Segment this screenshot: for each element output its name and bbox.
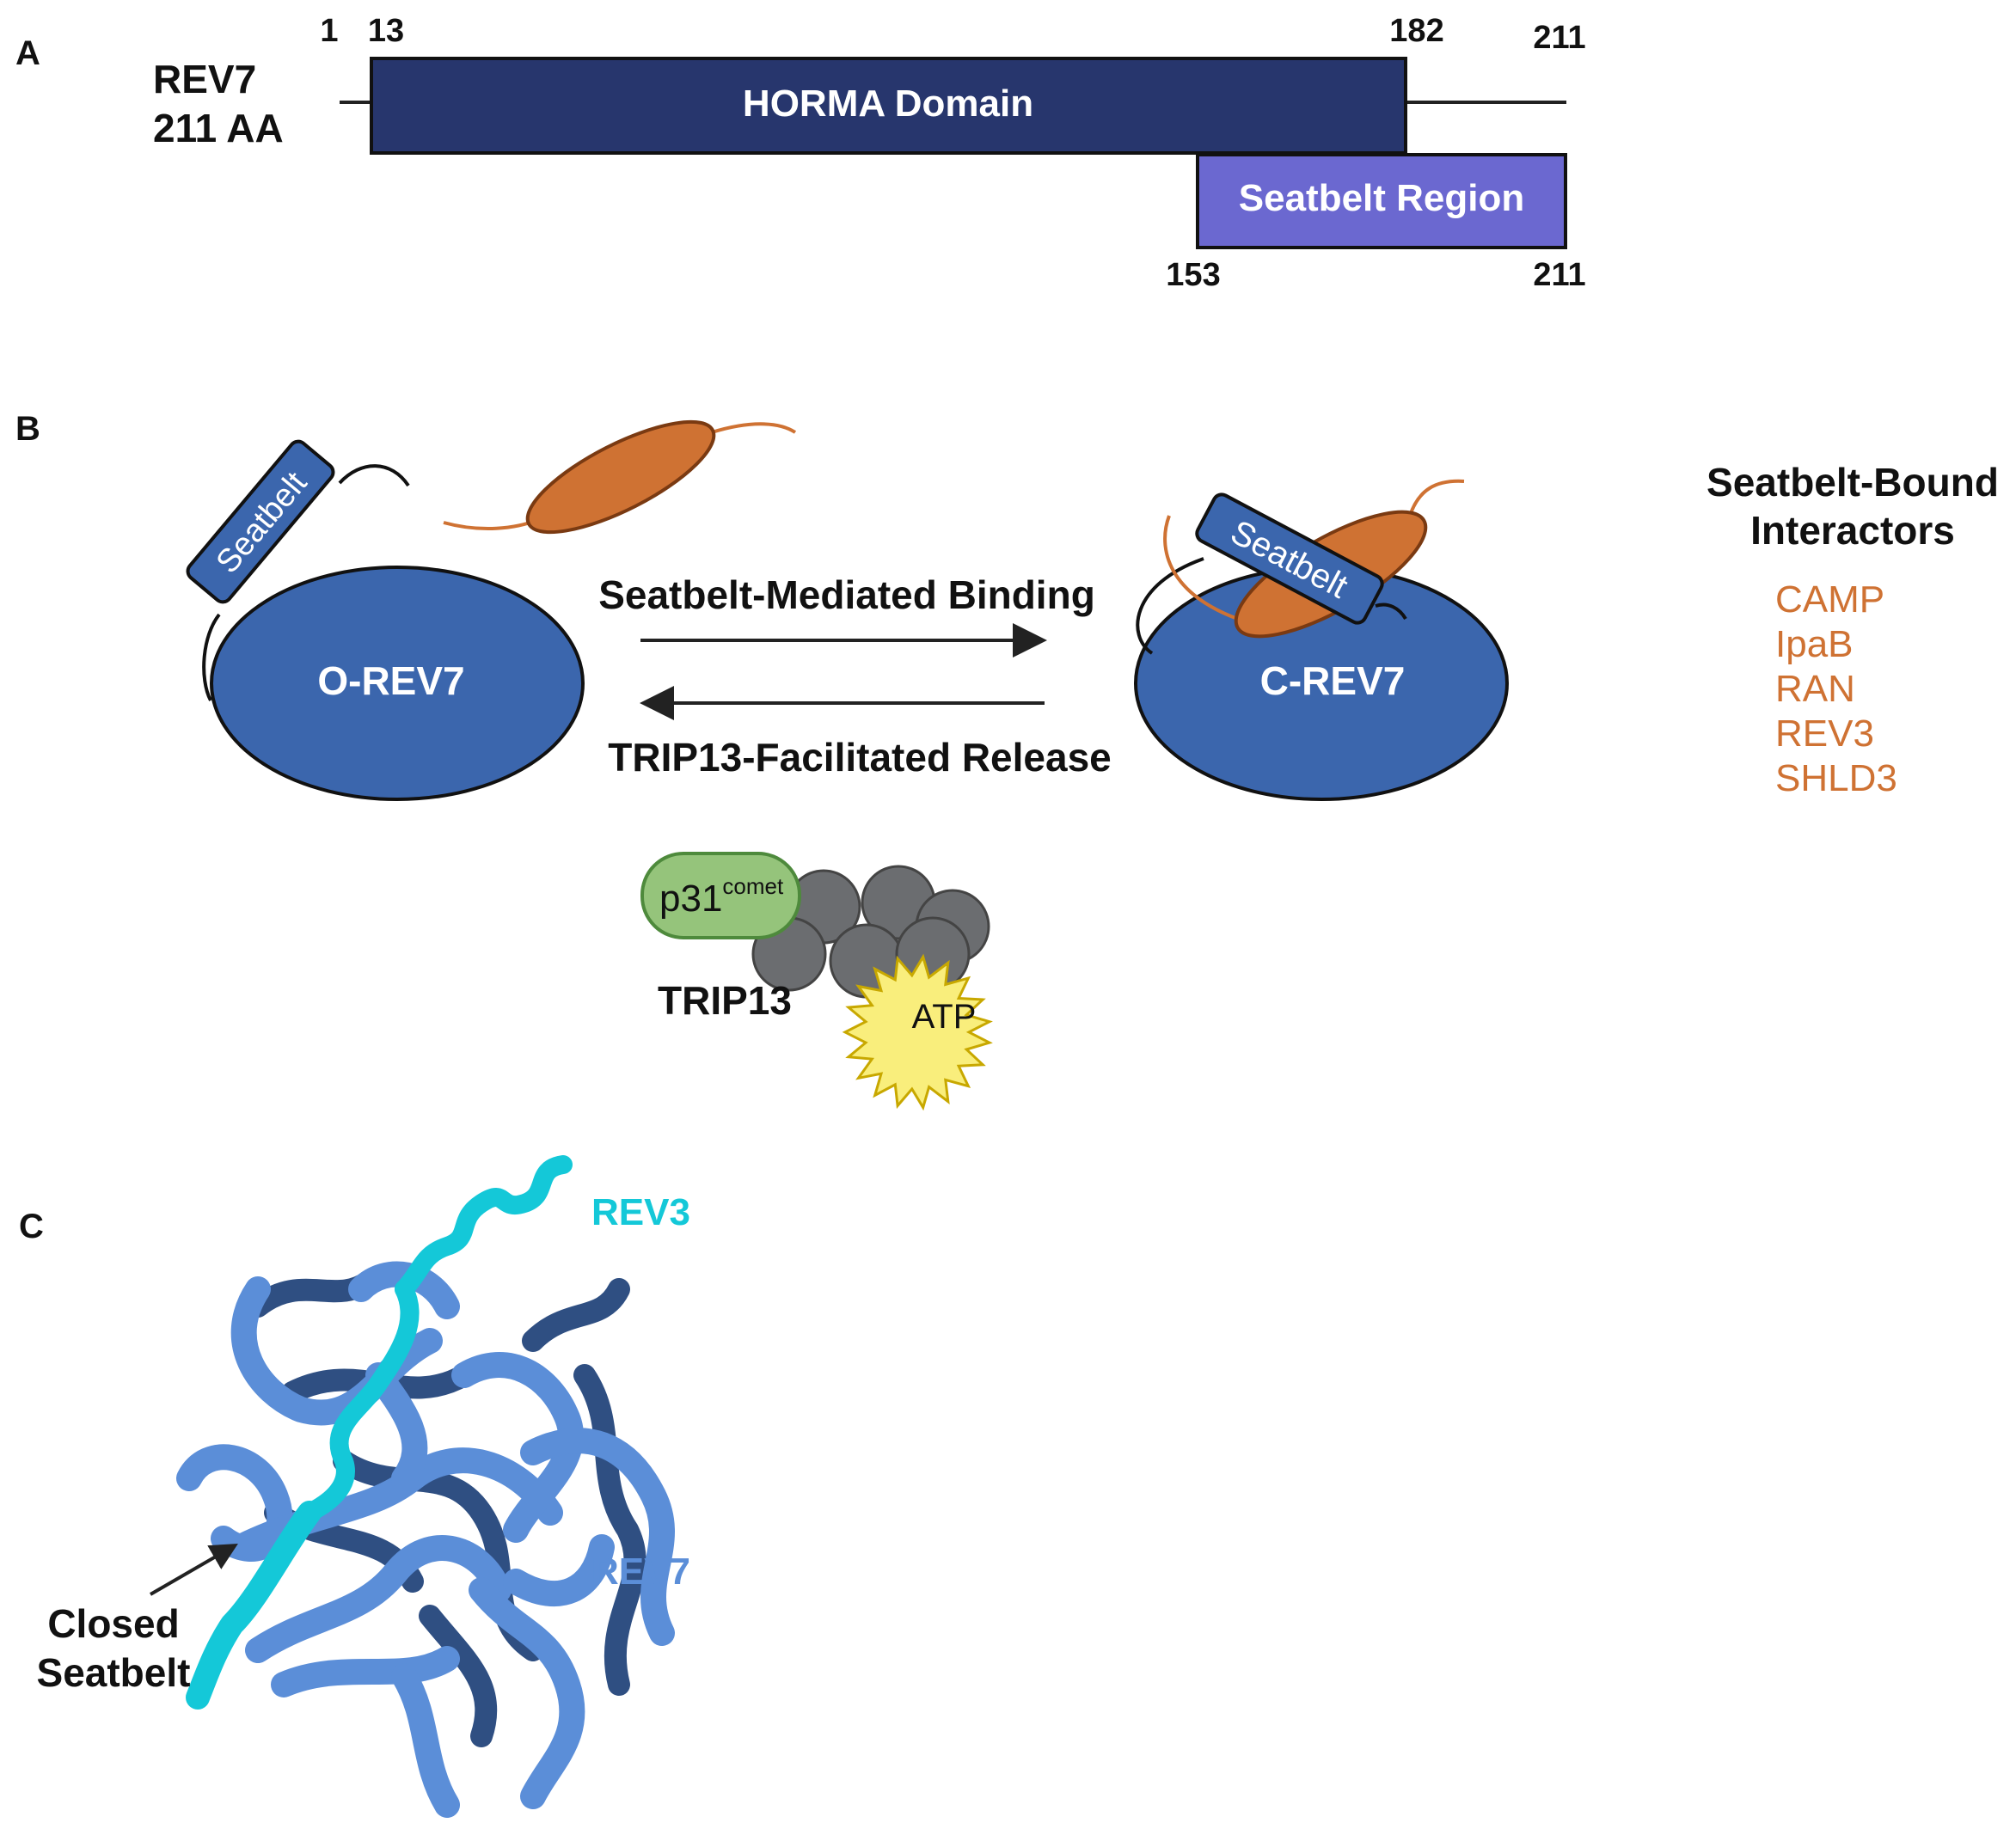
o-rev7-body bbox=[210, 566, 585, 801]
c-rev7-seatbelt-tail bbox=[1375, 603, 1407, 621]
reverse-reaction-label: TRIP13-Facilitated Release bbox=[608, 735, 1111, 780]
position-211-top: 211 bbox=[1533, 20, 1585, 56]
forward-reaction-label: Seatbelt-Mediated Binding bbox=[598, 572, 1095, 617]
interactor-item: IpaB bbox=[1775, 623, 1854, 665]
free-peptide-tail-right bbox=[711, 422, 797, 434]
c-rev7-bound-peptide-tail-left bbox=[1163, 515, 1260, 627]
c-rev7-tether bbox=[1136, 557, 1204, 655]
p31comet-superscript: comet bbox=[722, 873, 784, 899]
interactor-item: REV3 bbox=[1775, 713, 1874, 755]
horma-domain-label: HORMA Domain bbox=[743, 83, 1033, 125]
rev7-structure-label: REV7 bbox=[591, 1551, 690, 1593]
trip13-hexamer bbox=[751, 865, 990, 999]
closed-seatbelt-pointer bbox=[149, 1543, 238, 1596]
protein-length: 211 AA bbox=[153, 106, 284, 150]
panel-b: B O-REV7 Seatbelt Seatbelt-Mediated Bind… bbox=[15, 410, 1999, 1111]
closed-seatbelt-label-line2: Seatbelt bbox=[37, 1650, 191, 1695]
p31comet-label: p31comet bbox=[659, 873, 784, 920]
panel-c-letter: C bbox=[19, 1208, 44, 1245]
rev7-ribbon-structure bbox=[176, 1155, 675, 1818]
trip13-label: TRIP13 bbox=[658, 978, 792, 1023]
rev3-label: REV3 bbox=[591, 1191, 690, 1233]
seatbelt-region-label: Seatbelt Region bbox=[1239, 177, 1525, 219]
panel-b-letter: B bbox=[15, 410, 40, 448]
o-rev7-tether bbox=[202, 613, 221, 701]
atp-label: ATP bbox=[912, 998, 977, 1036]
c-rev7-bound-peptide-tail-right bbox=[1408, 479, 1465, 517]
seatbelt-region-bar bbox=[1196, 153, 1567, 249]
atp-starburst bbox=[842, 953, 993, 1111]
panel-c: C bbox=[19, 1155, 690, 1818]
free-interactor-peptide bbox=[525, 419, 716, 535]
p31comet-cofactor bbox=[640, 852, 801, 939]
o-rev7-seatbelt-tail bbox=[338, 464, 410, 487]
p31comet-base: p31 bbox=[659, 878, 722, 920]
closed-seatbelt-label-line1: Closed bbox=[47, 1601, 179, 1646]
position-1: 1 bbox=[320, 13, 338, 49]
o-rev7-label: O-REV7 bbox=[317, 658, 464, 703]
interactor-item: SHLD3 bbox=[1775, 757, 1897, 799]
panel-a-letter: A bbox=[15, 34, 40, 72]
c-rev7-label: C-REV7 bbox=[1260, 658, 1406, 703]
interactor-item: CAMP bbox=[1775, 578, 1884, 621]
horma-domain-bar bbox=[370, 57, 1407, 155]
position-153: 153 bbox=[1166, 257, 1220, 293]
protein-name: REV7 bbox=[153, 57, 256, 101]
position-211-bottom: 211 bbox=[1533, 257, 1585, 293]
free-peptide-tail-left bbox=[443, 518, 538, 530]
position-13: 13 bbox=[368, 13, 404, 49]
position-182: 182 bbox=[1389, 13, 1443, 49]
interactors-title-line1: Seatbelt-Bound bbox=[1707, 460, 1999, 505]
interactors-title-line2: Interactors bbox=[1750, 508, 1955, 553]
panel-a: A REV7 211 AA HORMA Domain Seatbelt Regi… bbox=[15, 13, 1586, 293]
interactor-item: RAN bbox=[1775, 668, 1855, 710]
